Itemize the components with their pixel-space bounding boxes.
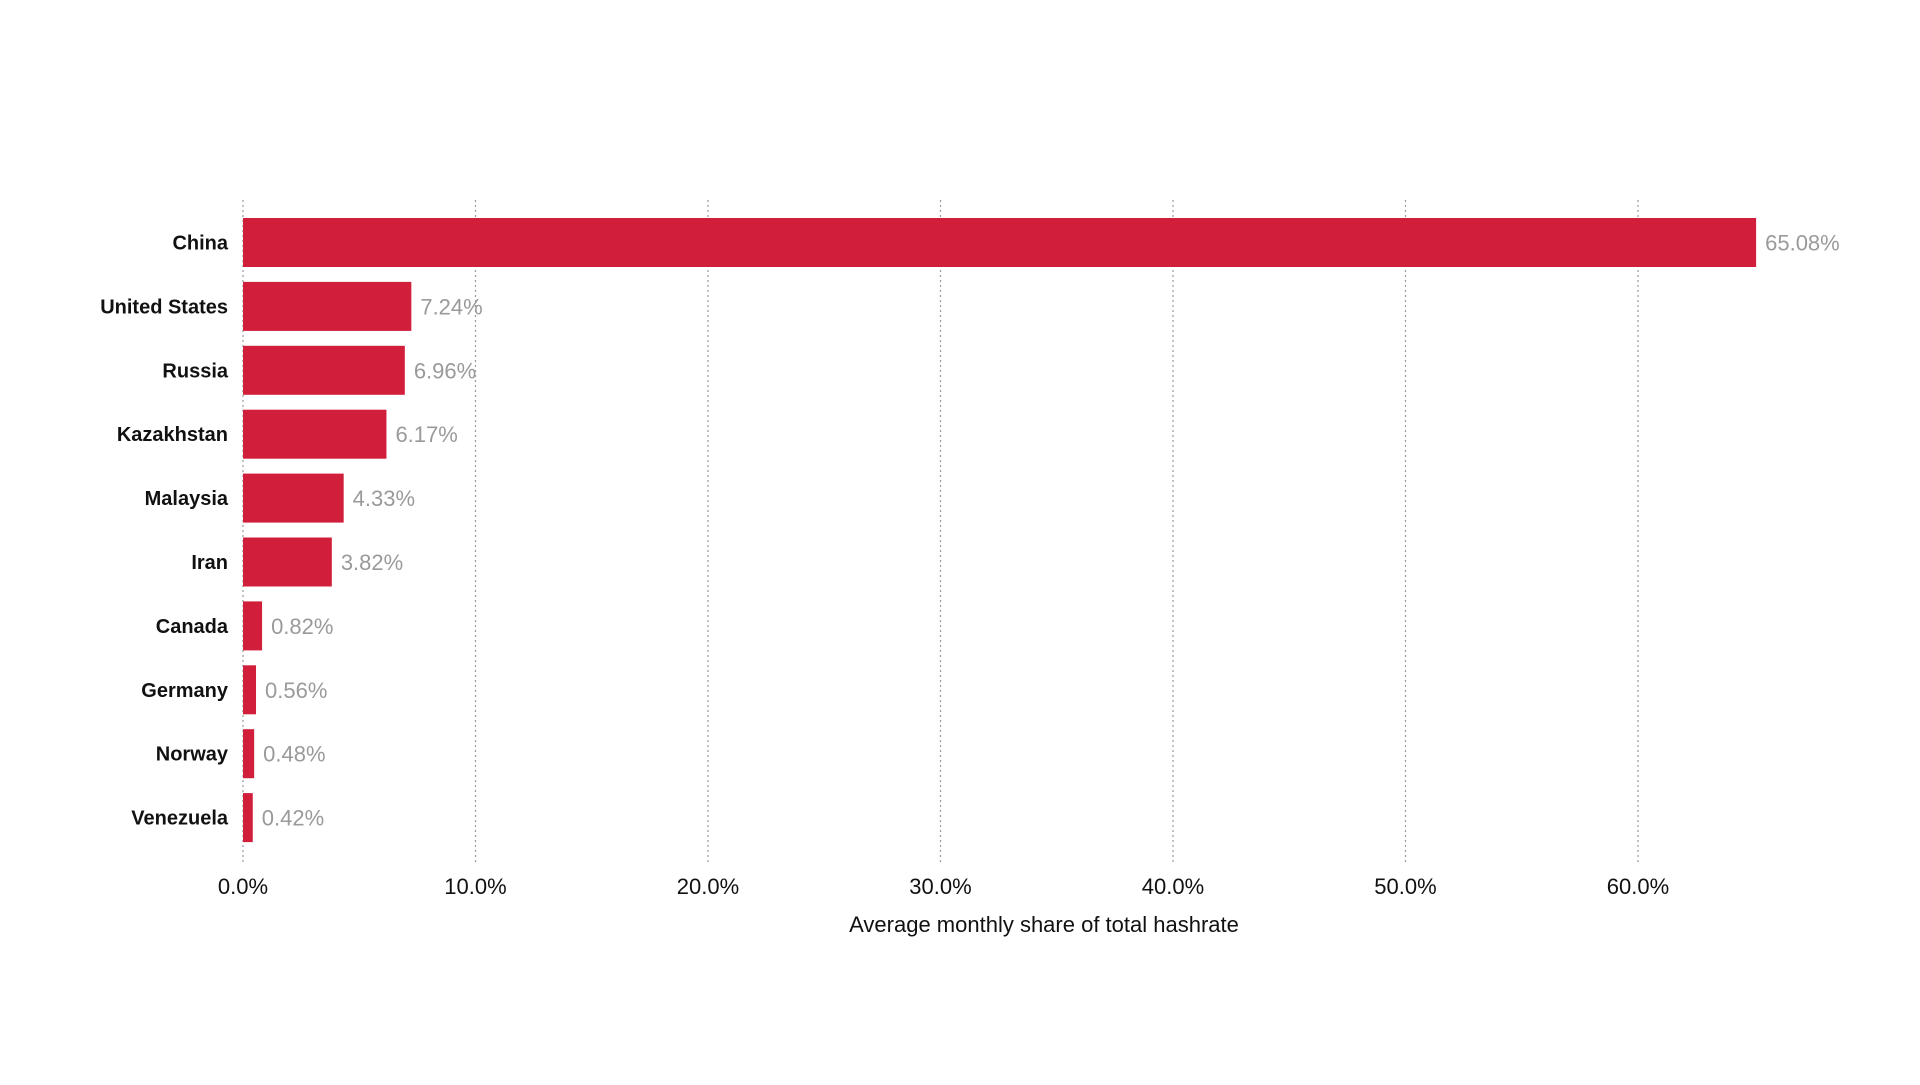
value-label: 0.48% xyxy=(263,742,325,767)
value-label: 6.96% xyxy=(414,358,476,383)
bar-united-states xyxy=(243,281,412,331)
x-tick-label: 40.0% xyxy=(1142,874,1204,899)
category-label: Norway xyxy=(156,744,229,766)
bars xyxy=(243,218,1757,843)
value-label: 0.82% xyxy=(271,614,333,639)
value-label: 6.17% xyxy=(395,422,457,447)
category-label: Germany xyxy=(141,680,229,702)
labels: 0.0% 10.0% 20.0% 30.0% 40.0% 50.0% 60.0% China 6… xyxy=(100,231,1840,900)
x-tick-label: 0.0% xyxy=(218,874,268,899)
bar-russia xyxy=(243,345,405,395)
category-label: United States xyxy=(100,296,228,318)
bar-china xyxy=(243,218,1757,267)
category-label: China xyxy=(172,233,228,255)
category-label: Russia xyxy=(162,360,228,382)
value-label: 0.42% xyxy=(262,806,324,831)
x-tick-label: 20.0% xyxy=(677,874,739,899)
category-label: Canada xyxy=(156,616,229,638)
x-tick-label: 30.0% xyxy=(909,874,971,899)
bar-kazakhstan xyxy=(243,409,387,459)
bar-norway xyxy=(243,729,255,779)
value-label: 4.33% xyxy=(353,486,415,511)
category-label: Iran xyxy=(191,552,228,574)
value-label: 65.08% xyxy=(1765,231,1840,256)
bar-germany xyxy=(243,665,257,715)
category-label: Venezuela xyxy=(131,808,229,830)
value-label: 0.56% xyxy=(265,678,327,703)
category-label: Kazakhstan xyxy=(117,424,228,446)
bar-iran xyxy=(243,537,332,587)
bar-canada xyxy=(243,601,263,651)
x-tick-label: 50.0% xyxy=(1374,874,1436,899)
x-tick-label: 60.0% xyxy=(1607,874,1669,899)
value-label: 3.82% xyxy=(341,550,403,575)
value-label: 7.24% xyxy=(420,294,482,319)
x-tick-label: 10.0% xyxy=(444,874,506,899)
bar-venezuela xyxy=(243,793,253,843)
bar-malaysia xyxy=(243,473,344,523)
category-label: Malaysia xyxy=(145,488,229,510)
x-axis-title: Average monthly share of total hashrate xyxy=(849,912,1239,937)
